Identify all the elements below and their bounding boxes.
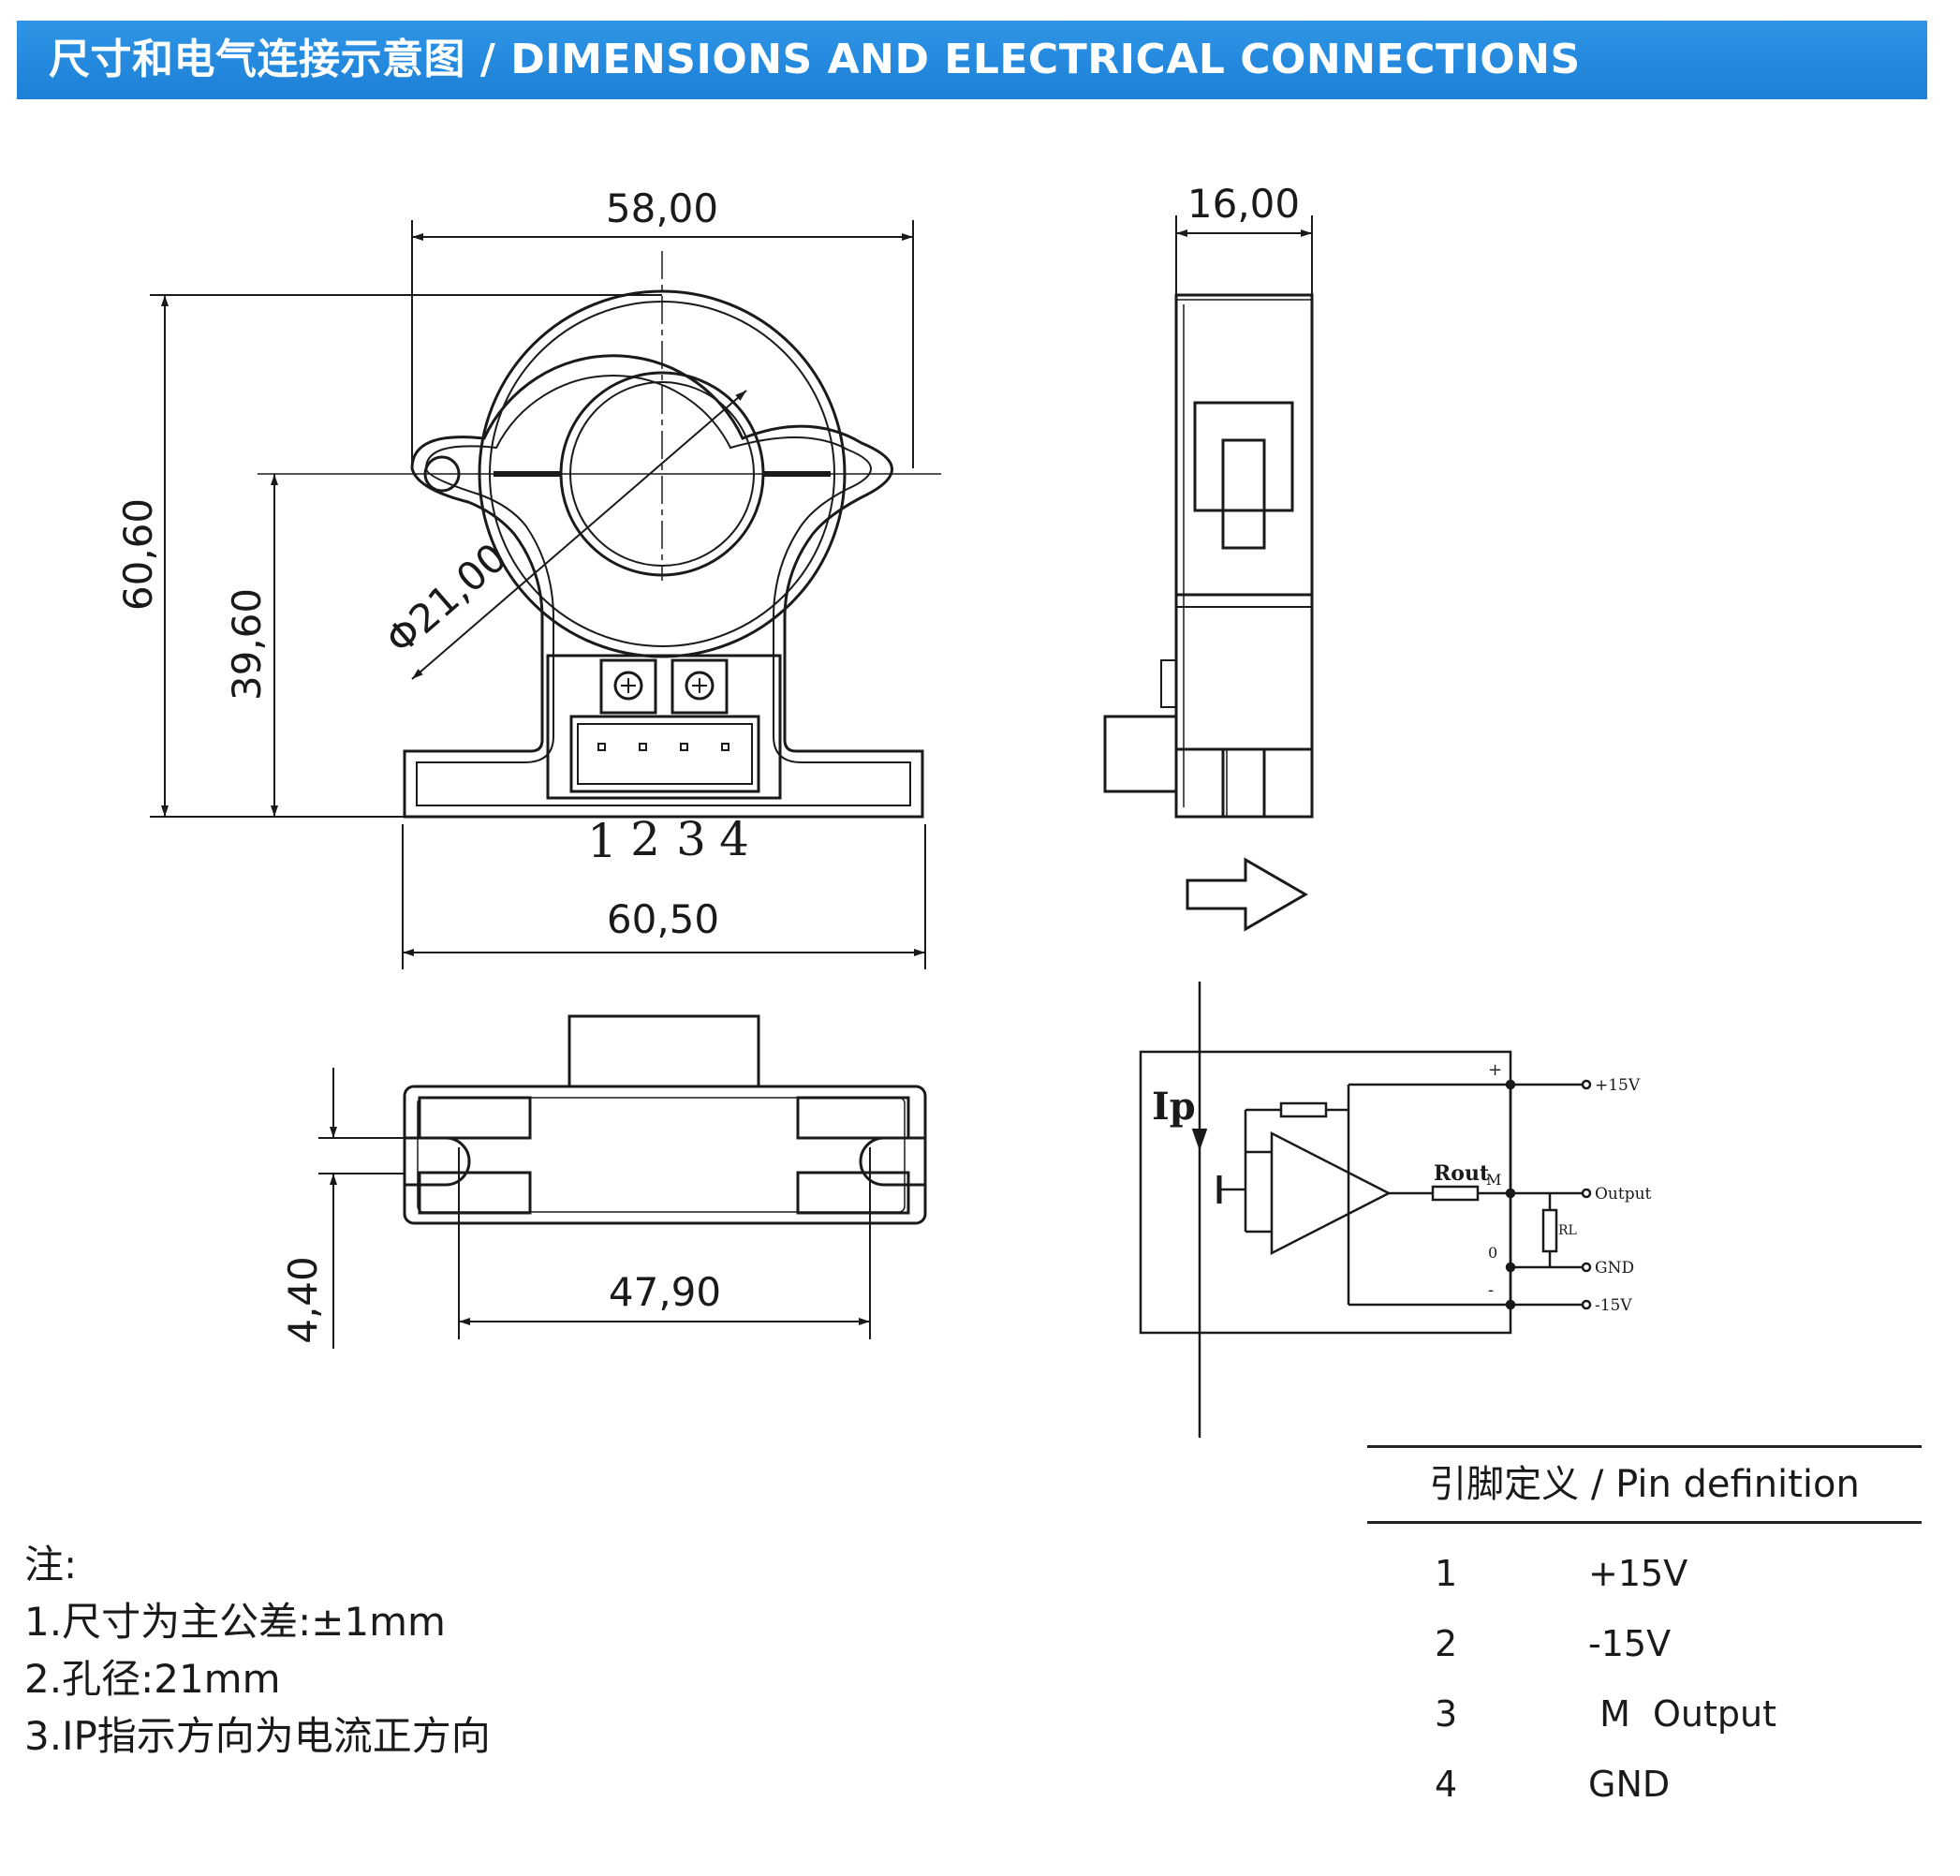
pin-function: -15V bbox=[1588, 1623, 1672, 1664]
pin-number: 4 bbox=[1435, 1764, 1458, 1805]
schematic-ip-label: Ip bbox=[1152, 1085, 1196, 1129]
schematic-rl-label: RL bbox=[1558, 1223, 1577, 1238]
notes: 注: 1.尺寸为主公差:±1mm 2.孔径:21mm 3.IP指示方向为电流正方… bbox=[24, 1536, 491, 1765]
front-view bbox=[258, 251, 941, 819]
side-latch bbox=[1193, 401, 1294, 512]
bottom-connector bbox=[567, 1014, 760, 1088]
pin-function: M Output bbox=[1588, 1693, 1777, 1735]
notes-heading: 注: bbox=[24, 1542, 78, 1588]
connector-pin-4: 4 bbox=[719, 812, 749, 866]
bottom-view bbox=[403, 1014, 927, 1225]
connector-pin-3: 3 bbox=[676, 812, 706, 866]
pin-row: 4 GND bbox=[1367, 1750, 1922, 1819]
terminal-gnd: GND bbox=[1595, 1259, 1634, 1278]
schematic bbox=[1139, 982, 1592, 1438]
pin-definition-title: 引脚定义 / Pin definition bbox=[1367, 1445, 1922, 1524]
connector-pin-2: 2 bbox=[630, 812, 660, 866]
note-item: 3.IP指示方向为电流正方向 bbox=[24, 1713, 491, 1759]
dim-mount-spacing: 47,90 bbox=[609, 1269, 721, 1315]
dim-side-thickness: 16,00 bbox=[1187, 181, 1300, 227]
connector-frame bbox=[546, 654, 782, 800]
load-resistor bbox=[1541, 1208, 1558, 1253]
schematic-minus-mark: - bbox=[1488, 1280, 1494, 1300]
current-direction-arrow bbox=[1186, 857, 1308, 932]
bottom-view-dimensions bbox=[318, 1068, 871, 1349]
dim-slot-width: 4,40 bbox=[280, 1256, 326, 1344]
schematic-plus-mark: + bbox=[1488, 1060, 1502, 1080]
pin-number: 3 bbox=[1435, 1693, 1458, 1735]
connector-block bbox=[569, 715, 760, 793]
note-item: 2.孔径:21mm bbox=[24, 1656, 281, 1702]
bottom-body bbox=[403, 1085, 927, 1225]
front-view-dimensions bbox=[150, 220, 926, 969]
side-connector bbox=[1103, 715, 1178, 793]
dim-hole-diameter: Φ21,00 bbox=[377, 534, 516, 663]
output-resistor bbox=[1431, 1185, 1480, 1202]
dim-base-width: 60,50 bbox=[607, 896, 719, 942]
dim-center-height: 39,60 bbox=[224, 588, 270, 701]
dim-total-height: 60,60 bbox=[115, 498, 161, 611]
page-title: 尺寸和电气连接示意图 / DIMENSIONS AND ELECTRICAL C… bbox=[49, 36, 1581, 83]
feedback-resistor bbox=[1279, 1101, 1328, 1118]
sensor-body-inner-outline bbox=[416, 375, 911, 806]
schematic-rout-label: Rout bbox=[1434, 1161, 1490, 1186]
pin-number: 1 bbox=[1435, 1553, 1458, 1594]
terminal-plus15v: +15V bbox=[1595, 1076, 1641, 1095]
side-latch-notch bbox=[1221, 438, 1266, 550]
pin-number: 2 bbox=[1435, 1623, 1458, 1664]
header-bar: 尺寸和电气连接示意图 / DIMENSIONS AND ELECTRICAL C… bbox=[17, 21, 1927, 99]
schematic-m-label: M bbox=[1486, 1171, 1501, 1189]
dim-top-width: 58,00 bbox=[606, 185, 718, 231]
pin-row: 1 +15V bbox=[1367, 1539, 1922, 1608]
pin-function: GND bbox=[1588, 1764, 1671, 1805]
note-item: 1.尺寸为主公差:±1mm bbox=[24, 1599, 446, 1645]
schematic-frame bbox=[1139, 1050, 1512, 1335]
connector-pin-1: 1 bbox=[587, 814, 617, 868]
side-view bbox=[1103, 293, 1314, 819]
terminal-output: Output bbox=[1595, 1185, 1652, 1204]
connector-inner bbox=[577, 723, 753, 785]
pin-row: 2 -15V bbox=[1367, 1609, 1922, 1678]
pin-function: +15V bbox=[1588, 1553, 1688, 1594]
side-view-dimensions bbox=[1175, 215, 1313, 295]
op-amp bbox=[1270, 1130, 1392, 1256]
side-body bbox=[1174, 293, 1314, 819]
terminal-minus15v: -15V bbox=[1595, 1296, 1632, 1315]
pin-row: 3 M Output bbox=[1367, 1679, 1922, 1749]
schematic-zero-mark: 0 bbox=[1488, 1244, 1497, 1262]
